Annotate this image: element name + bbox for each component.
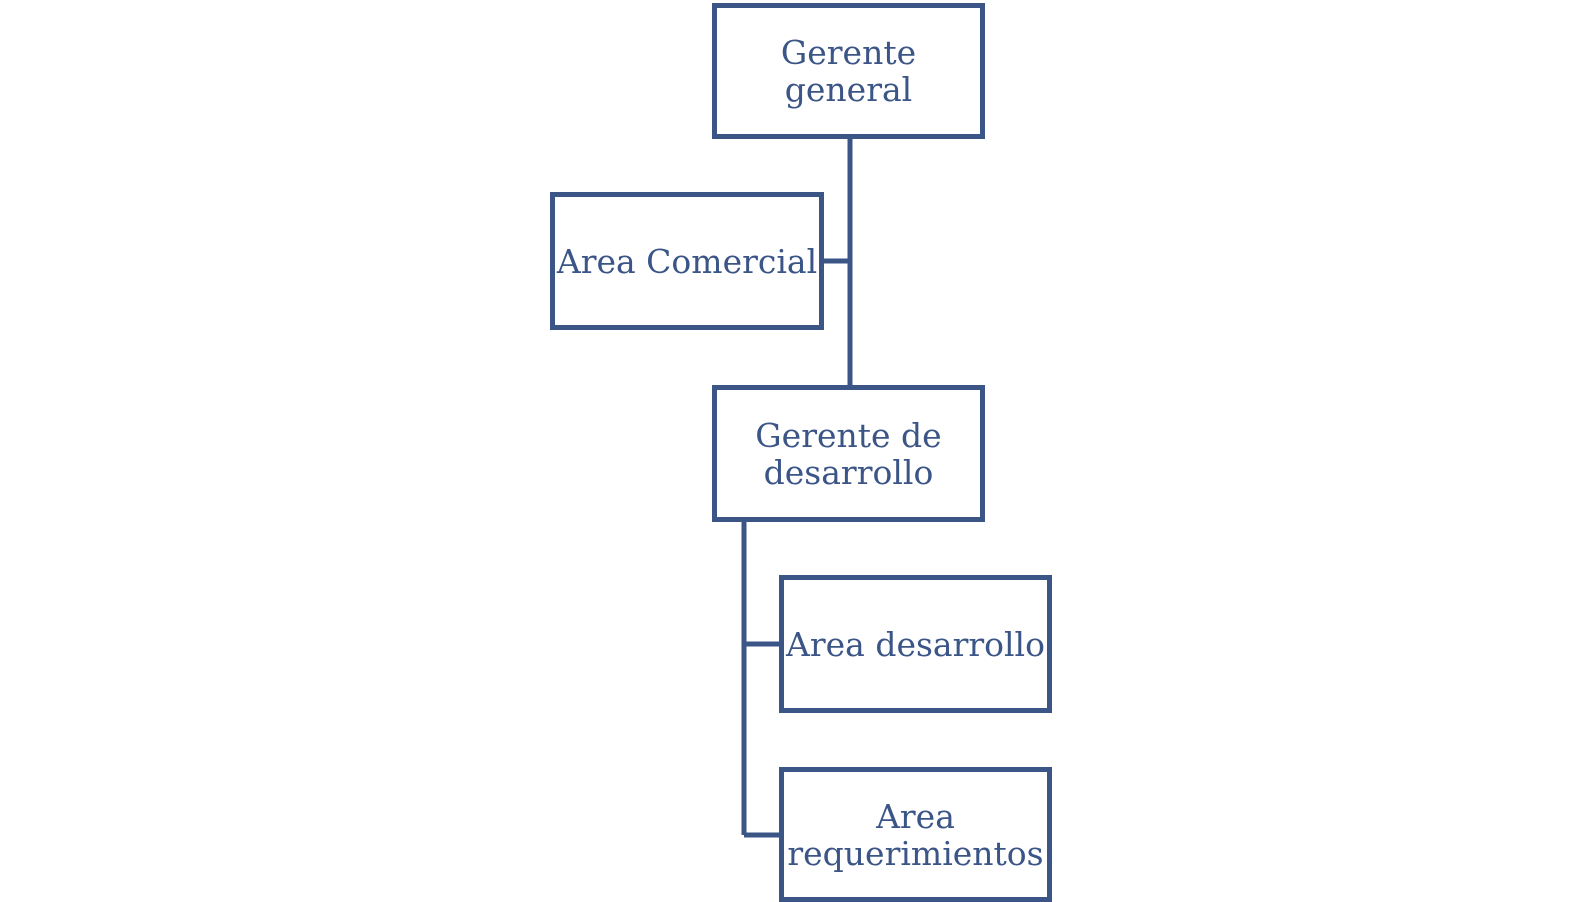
node-area-requerimientos-label: Area requerimientos [787, 796, 1044, 873]
node-area-requerimientos: Area requerimientos [779, 767, 1052, 902]
node-gerente-general-label: Gerente general [780, 33, 917, 109]
node-area-comercial: Area Comercial [550, 192, 824, 330]
node-area-desarrollo-label: Area desarrollo [786, 624, 1045, 664]
node-gerente-general: Gerente general [712, 3, 985, 139]
node-gerente-desarrollo-label: Gerente de desarrollo [755, 415, 942, 492]
node-area-comercial-label: Area Comercial [556, 241, 818, 281]
node-gerente-desarrollo: Gerente de desarrollo [712, 385, 985, 522]
node-area-desarrollo: Area desarrollo [779, 575, 1052, 713]
